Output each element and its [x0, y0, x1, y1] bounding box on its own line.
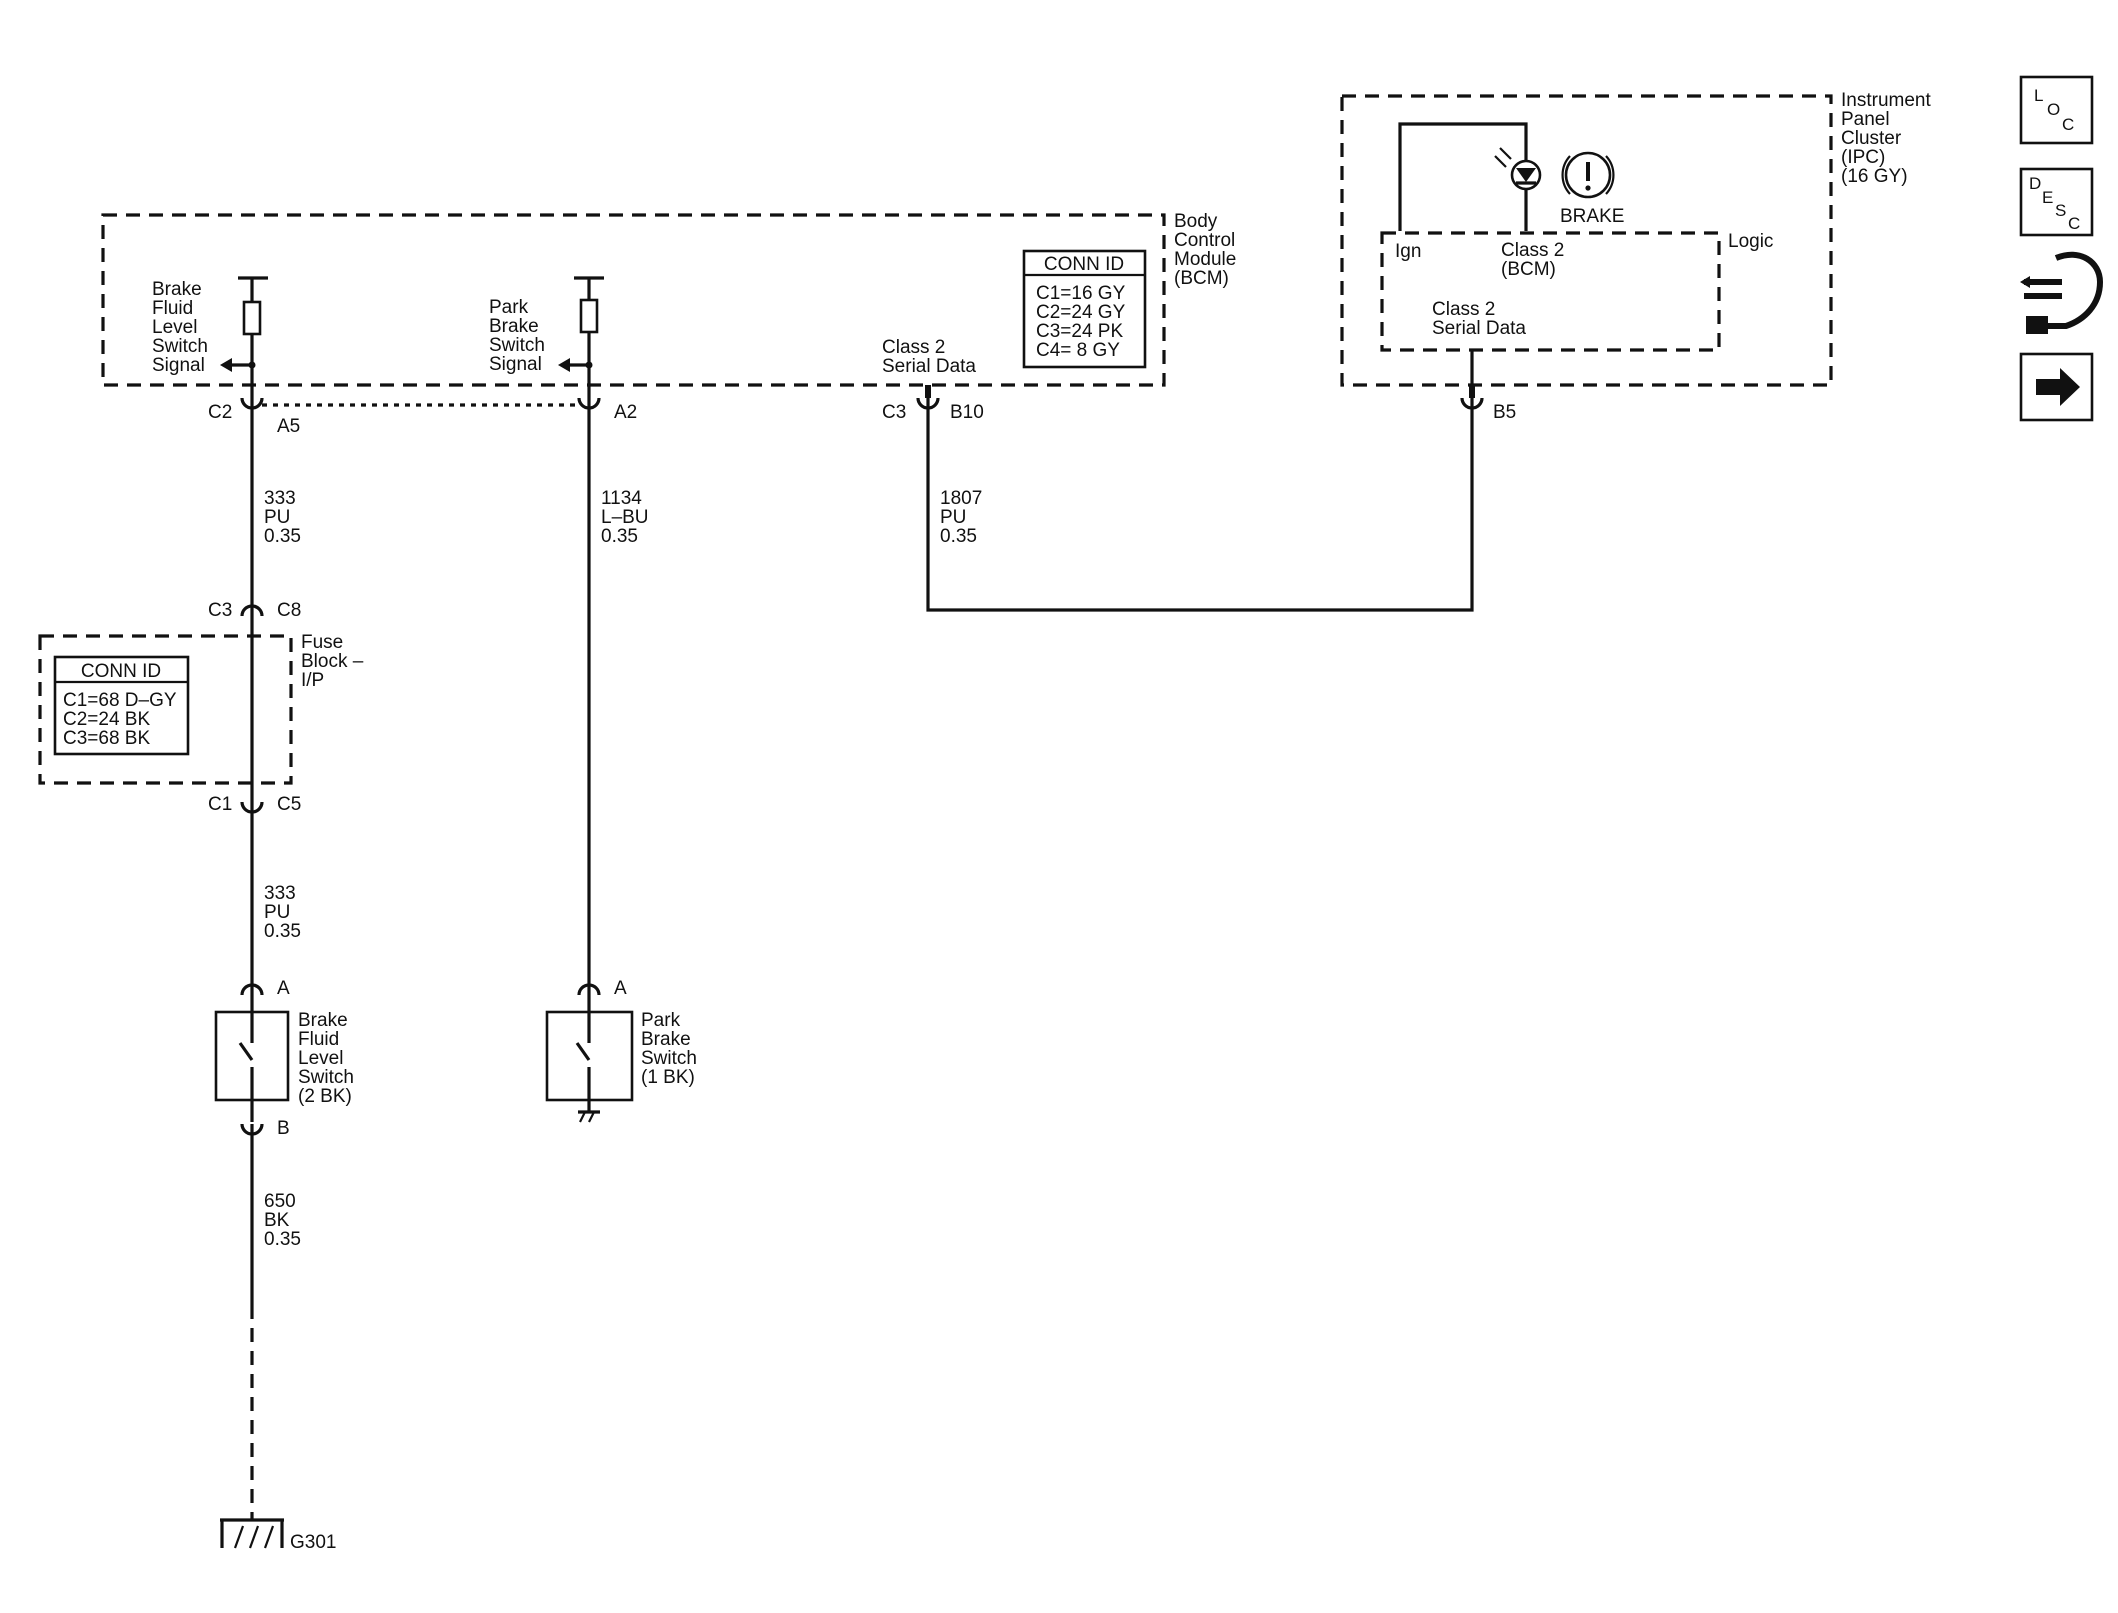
conn-fb-c5: C5	[277, 794, 301, 815]
svg-text:L: L	[2034, 86, 2043, 105]
arrow-right-icon	[2036, 368, 2080, 406]
brake-indicator-label: BRAKE	[1560, 206, 1624, 227]
brake-indicator-led-icon	[1494, 147, 1542, 191]
case-ground-icon	[578, 1110, 600, 1123]
conn-fb-c1: C1	[208, 794, 232, 815]
bcm-class2-label: Class 2 Serial Data	[882, 337, 976, 377]
nav-buttons: L O C D E S C	[2019, 75, 2104, 422]
pullup-resistor-icon	[579, 298, 599, 334]
pullup-resistor-icon	[242, 300, 262, 336]
ipc-boundary	[1340, 94, 1833, 387]
brake-fluid-level-switch	[214, 1010, 290, 1102]
conn-ipc-b5: B5	[1493, 402, 1516, 423]
brake-fluid-circuit: C2 A5 333 PU 0.35 C3 C8 C1 C5 333 PU 0.3…	[208, 390, 359, 1553]
body-control-module: Body Control Module (BCM) CONN ID C1=16 …	[101, 211, 1242, 390]
fuse-block-name: Fuse Block – I/P	[301, 632, 369, 691]
ipc-class2-serial-label: Class 2 Serial Data	[1432, 299, 1526, 339]
brake-fluid-switch-label: Brake Fluid Level Switch (2 BK)	[298, 1010, 359, 1107]
wire-1807: 1807 PU 0.35	[940, 488, 988, 547]
fuse-block-conn-c3: C3=68 BK	[63, 728, 150, 749]
conn-bcm-c2: C2	[208, 402, 232, 423]
bcm-conn-c1: C1=16 GY	[1036, 283, 1126, 304]
wire-650: 650 BK 0.35	[264, 1191, 301, 1250]
wire-1134: 1134 L–BU 0.35	[601, 488, 654, 547]
ipc-ign-label: Ign	[1395, 241, 1421, 262]
conn-bcm-b10: B10	[950, 402, 984, 423]
ipc-logic-label: Logic	[1728, 231, 1773, 252]
park-brake-switch-label: Park Brake Switch (1 BK)	[641, 1010, 702, 1088]
bcm-boundary	[101, 213, 1166, 387]
signal-arrow-icon	[220, 358, 232, 372]
location-button[interactable]: L O C	[2019, 75, 2094, 145]
conn-bfls-a: A	[277, 978, 290, 999]
diagnostic-wrench-icon[interactable]	[2020, 251, 2104, 334]
svg-text:O: O	[2047, 100, 2060, 119]
ipc-name: Instrument Panel Cluster (IPC) (16 GY)	[1841, 90, 1936, 187]
bcm-conn-c2: C2=24 GY	[1036, 302, 1126, 323]
svg-text:S: S	[2055, 201, 2066, 220]
brake-fluid-signal-circuit: Brake Fluid Level Switch Signal	[152, 276, 268, 390]
ipc-class2-bcm-label: Class 2 (BCM)	[1501, 240, 1570, 280]
fuse-block-conn-title: CONN ID	[81, 661, 161, 682]
bcm-conn-c4: C4= 8 GY	[1036, 340, 1120, 361]
conn-fb-c8: C8	[277, 600, 301, 621]
fuse-block-ip: Fuse Block – I/P CONN ID C1=68 D–GY C2=2…	[38, 632, 369, 785]
park-brake-circuit: A2 1134 L–BU 0.35 A Park Brake Switch (1…	[545, 390, 702, 1123]
wire-333-top: 333 PU 0.35	[264, 488, 301, 547]
svg-text:E: E	[2042, 188, 2053, 207]
description-button[interactable]: D E S C	[2019, 167, 2094, 237]
ipc-logic-boundary	[1380, 231, 1721, 352]
fuse-block-conn-c1: C1=68 D–GY	[63, 690, 177, 711]
switch-contact-icon	[238, 1042, 254, 1061]
svg-text:C: C	[2068, 214, 2080, 233]
svg-text:D: D	[2029, 174, 2041, 193]
class2-serial-data-circuit: C3 B10 B5 1807 PU 0.35	[882, 385, 1516, 612]
switch-contact-icon	[575, 1042, 591, 1061]
conn-fb-c3: C3	[208, 600, 232, 621]
fuse-block-conn-id-table	[53, 655, 190, 756]
ground-icon	[220, 1518, 284, 1549]
fuse-block-boundary	[38, 634, 293, 785]
fuse-block-conn-c2: C2=24 BK	[63, 709, 150, 730]
park-brake-signal-circuit: Park Brake Switch Signal	[489, 276, 604, 390]
conn-pbs-a: A	[614, 978, 627, 999]
next-arrow-button[interactable]	[2019, 352, 2094, 422]
brake-warning-icon	[1561, 151, 1615, 199]
park-brake-signal-label: Park Brake Switch Signal	[489, 297, 550, 375]
conn-bcm-c3: C3	[882, 402, 906, 423]
conn-bcm-a5: A5	[277, 416, 300, 437]
brake-fluid-signal-label: Brake Fluid Level Switch Signal	[152, 279, 213, 376]
park-brake-switch	[545, 1010, 634, 1112]
bcm-name: Body Control Module (BCM)	[1174, 211, 1242, 289]
bcm-conn-c3: C3=24 PK	[1036, 321, 1123, 342]
signal-arrow-icon	[558, 358, 570, 372]
bcm-conn-title: CONN ID	[1044, 254, 1124, 275]
ground-label: G301	[290, 1532, 336, 1553]
instrument-panel-cluster: Instrument Panel Cluster (IPC) (16 GY) B…	[1340, 90, 1936, 392]
conn-bfls-b: B	[277, 1118, 290, 1139]
svg-text:C: C	[2062, 115, 2074, 134]
conn-bcm-a2: A2	[614, 402, 637, 423]
wire-333-bottom: 333 PU 0.35	[264, 883, 301, 942]
bcm-conn-id-table: CONN ID C1=16 GY C2=24 GY C3=24 PK C4= 8…	[1022, 249, 1147, 369]
